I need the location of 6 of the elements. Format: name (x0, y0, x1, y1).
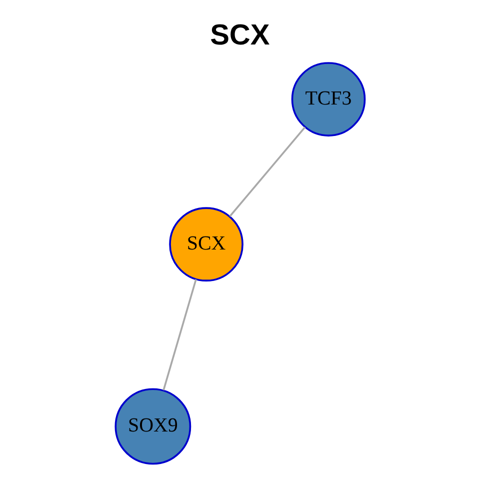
node-circle: TCF3 (291, 62, 366, 136)
connector (162, 279, 197, 390)
node-circle: SOX9 (114, 388, 192, 465)
connector (229, 126, 306, 217)
node-circle: SCX (169, 207, 244, 282)
diagram-title: SCX (210, 20, 270, 52)
